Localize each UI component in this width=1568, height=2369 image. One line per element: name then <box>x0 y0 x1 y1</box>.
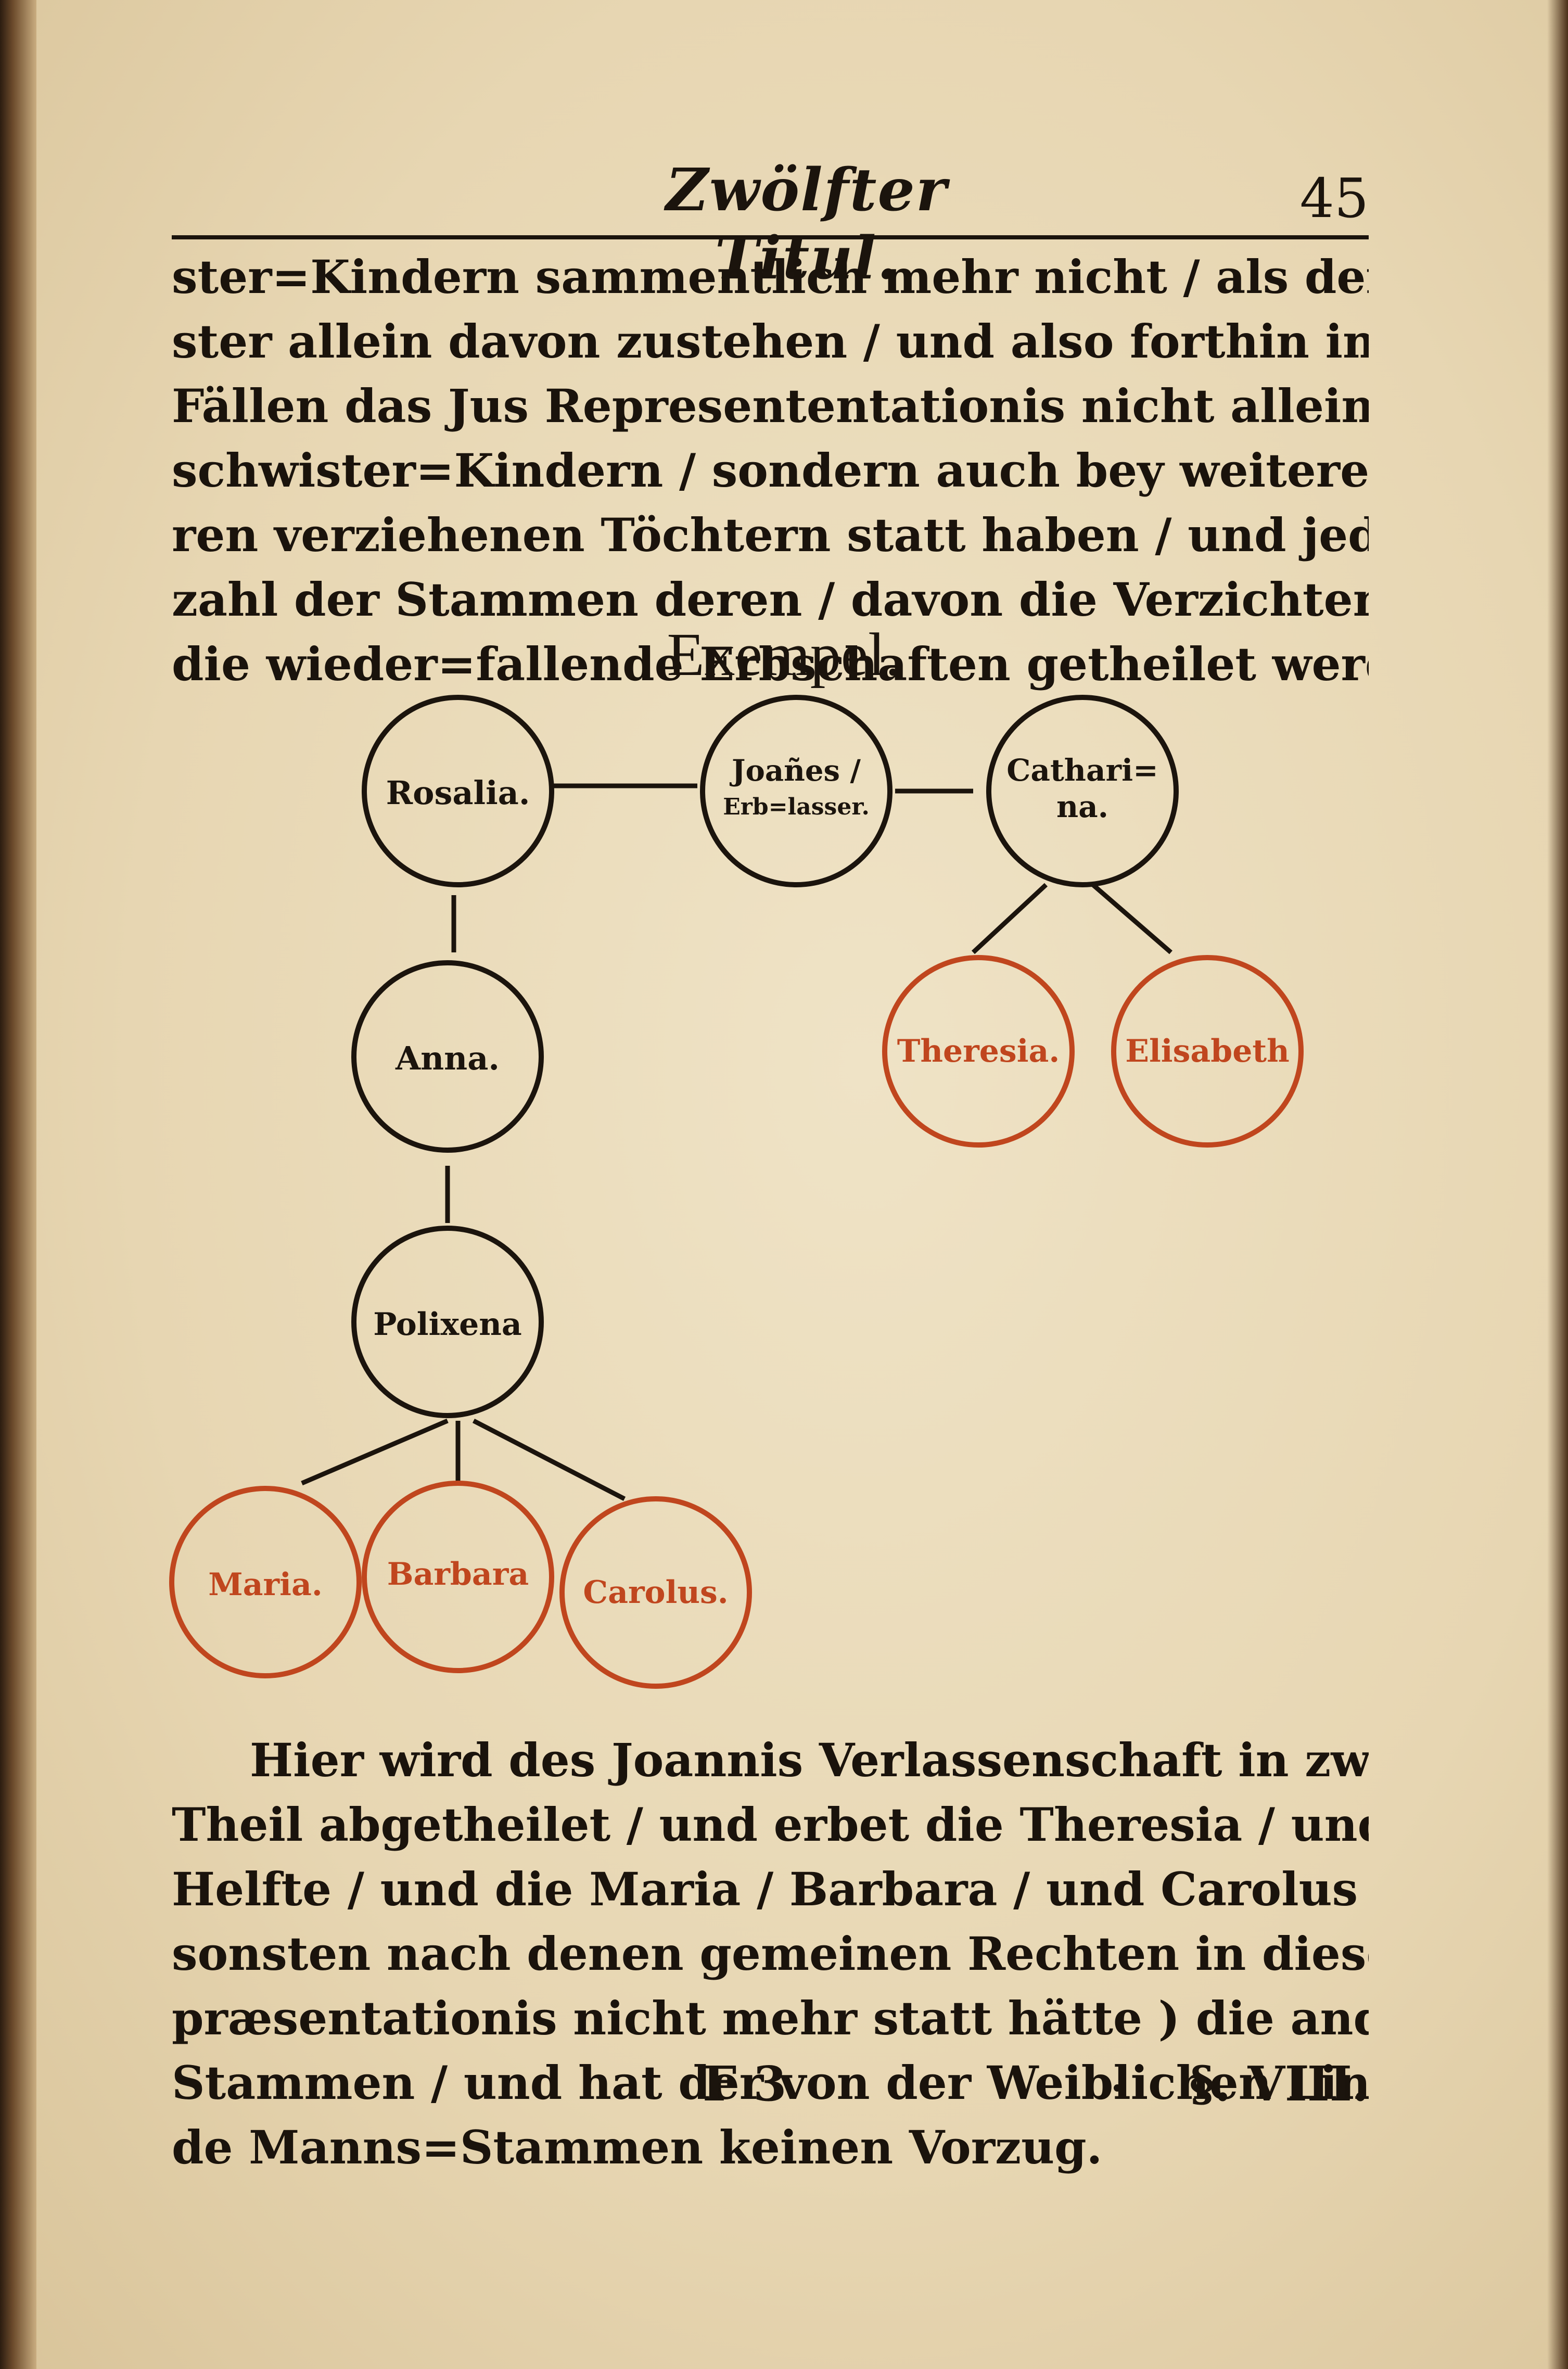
text-line: præsentationis nicht mehr statt hätte ) … <box>172 1991 1369 2045</box>
node-theresia-label: Theresia. <box>897 1033 1060 1069</box>
node-anna-circle <box>351 960 544 1153</box>
page-edge-shadow <box>1547 0 1568 2369</box>
node-catharina-circle <box>986 695 1179 887</box>
book-binding <box>0 0 36 2369</box>
text-line: schwister=Kindern / sondern auch bey wei… <box>172 443 1369 498</box>
node-catharina-label-1: Cathari= <box>1006 753 1158 788</box>
signature-mark: F 3 <box>703 2056 787 2112</box>
text-line: de Manns=Stammen keinen Vorzug. <box>172 2120 1103 2174</box>
node-rosalia-circle <box>362 695 554 887</box>
text-line: zahl der Stammen deren / davon die Verzi… <box>172 572 1369 627</box>
connector-polixena-maria <box>301 1418 449 1486</box>
node-theresia-circle <box>882 955 1075 1148</box>
node-elisabeth-label: Elisabeth <box>1125 1033 1289 1069</box>
node-rosalia-label: Rosalia. <box>386 774 530 812</box>
node-carolus-label: Carolus. <box>583 1574 728 1611</box>
footer-dot <box>1114 2084 1121 2092</box>
text-line: Hier wird des Joannis Verlassenschaft in… <box>250 1733 1369 1787</box>
text-line: Helfte / und die Maria / Barbara / und C… <box>172 1862 1369 1916</box>
connector-catharina-theresia <box>971 883 1048 954</box>
node-maria-circle <box>169 1486 362 1678</box>
page-number: 45 <box>1299 167 1369 230</box>
connector-polixena-carolus <box>472 1419 626 1501</box>
node-joannes-label-2: Erb=lasser. <box>723 794 870 820</box>
node-joannes-label-1: Joañes / <box>729 754 861 788</box>
text-line: sonsten nach denen gemeinen Rechten in d… <box>172 1927 1369 1981</box>
node-barbara-label: Barbara <box>387 1556 529 1593</box>
header-rule <box>172 235 1369 239</box>
page-footer: F 3 §. VIII. <box>172 2056 1369 2123</box>
text-line: die wieder=fallende Erbschaften getheile… <box>172 637 1369 691</box>
node-elisabeth-circle <box>1111 955 1304 1148</box>
text-line: Fällen das Jus Represententationis nicht… <box>172 379 1369 433</box>
connector-catharina-elisabeth <box>1091 883 1172 954</box>
text-line: ren verziehenen Töchtern statt haben / u… <box>172 508 1369 562</box>
text-line: Stammen / und hat der von der Weiblichen… <box>172 2056 1369 2110</box>
node-catharina-label-2: na. <box>1056 789 1108 824</box>
text-line: ster allein davon zustehen / und also fo… <box>172 314 1369 368</box>
paragraph-bottom: Hier wird des Joannis Verlassenschaft in… <box>172 1728 1369 2180</box>
tree-connectors <box>301 783 1172 1501</box>
example-heading: Exempel. <box>667 620 901 689</box>
node-polixena-label: Polixena <box>373 1306 522 1343</box>
node-polixena-circle <box>351 1226 544 1418</box>
text-line: ster=Kindern sammentlich mehr nicht / al… <box>172 250 1369 304</box>
text-line: Theil abgetheilet / und erbet die Theres… <box>172 1798 1369 1852</box>
node-barbara-circle <box>362 1481 554 1673</box>
node-maria-label: Maria. <box>208 1566 322 1603</box>
node-joannes-circle <box>700 695 893 887</box>
catchword: §. VIII. <box>1189 2056 1369 2112</box>
node-anna-label: Anna. <box>395 1039 500 1077</box>
node-carolus-circle <box>559 1496 752 1689</box>
paragraph-top: ster=Kindern sammentlich mehr nicht / al… <box>172 245 1369 696</box>
